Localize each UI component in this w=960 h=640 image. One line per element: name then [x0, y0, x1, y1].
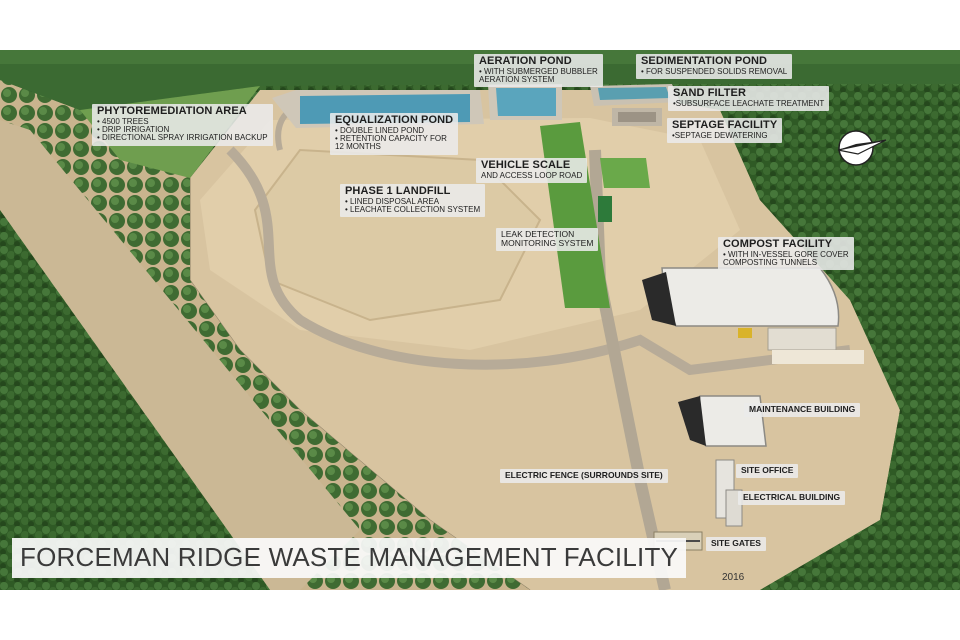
- label-line: COMPOSTING TUNNELS: [723, 257, 818, 267]
- label-line: • DIRECTIONAL SPRAY IRRIGATION BACKUP: [97, 133, 268, 143]
- label-vehicle-scale: VEHICLE SCALE AND ACCESS LOOP ROAD: [476, 158, 588, 183]
- label-title: SEDIMENTATION POND: [641, 55, 768, 67]
- label-line: • 4500 TREES: [97, 116, 149, 126]
- label-line: • DRIP IRRIGATION: [97, 124, 170, 134]
- label-maintenance-building: MAINTENANCE BUILDING: [744, 403, 861, 417]
- label-line: AND ACCESS LOOP ROAD: [481, 170, 583, 180]
- label-line: • WITH SUBMERGED BUBBLER: [479, 66, 598, 76]
- label-electrical-building: ELECTRICAL BUILDING: [738, 491, 846, 505]
- label-title: EQUALIZATION POND: [335, 114, 454, 126]
- compost-building: [661, 267, 840, 327]
- tree-rows: [0, 80, 530, 590]
- scale-island: [600, 158, 650, 188]
- label-sedimentation-pond: SEDIMENTATION POND • FOR SUSPENDED SOLID…: [636, 54, 793, 79]
- facility-rendering: PHYTOREMEDIATION AREA • 4500 TREES • DRI…: [0, 50, 960, 590]
- page-title: FORCEMAN RIDGE WASTE MANAGEMENT FACILITY: [20, 542, 679, 572]
- label-phase-1-landfill: PHASE 1 LANDFILL • LINED DISPOSAL AREA •…: [340, 184, 486, 218]
- label-title: SAND FILTER: [673, 87, 747, 99]
- label-equalization-pond: EQUALIZATION POND • DOUBLE LINED POND • …: [330, 113, 459, 155]
- label-electric-fence: ELECTRIC FENCE (SURROUNDS SITE): [500, 469, 668, 483]
- access-road: [226, 146, 851, 376]
- label-septage-facility: SEPTAGE FACILITY •SEPTAGE DEWATERING: [667, 118, 783, 143]
- year-label: 2016: [722, 572, 745, 583]
- label-line: •SEPTAGE DEWATERING: [672, 130, 768, 140]
- label-line: LEAK DETECTION: [501, 229, 575, 239]
- label-line: • FOR SUSPENDED SOLIDS REMOVAL: [641, 66, 788, 76]
- label-line: MONITORING SYSTEM: [501, 237, 594, 248]
- label-line: • RETENTION CAPACITY FOR: [335, 133, 447, 143]
- label-site-office: SITE OFFICE: [736, 464, 799, 478]
- label-title: PHASE 1 LANDFILL: [345, 185, 451, 197]
- label-line: 12 MONTHS: [335, 142, 381, 152]
- label-title: COMPOST FACILITY: [723, 238, 833, 250]
- label-line: • WITH IN-VESSEL GORE COVER: [723, 249, 849, 259]
- title-banner: FORCEMAN RIDGE WASTE MANAGEMENT FACILITY: [12, 538, 687, 578]
- label-phytoremediation-area: PHYTOREMEDIATION AREA • 4500 TREES • DRI…: [92, 104, 273, 146]
- label-leak-detection: LEAK DETECTION MONITORING SYSTEM: [496, 228, 599, 251]
- truck: [598, 196, 612, 222]
- label-sand-filter: SAND FILTER •SUBSURFACE LEACHATE TREATME…: [668, 86, 830, 111]
- label-line: •SUBSURFACE LEACHATE TREATMENT: [673, 98, 825, 108]
- label-title: VEHICLE SCALE: [481, 159, 571, 171]
- label-compost-facility: COMPOST FACILITY • WITH IN-VESSEL GORE C…: [718, 237, 854, 271]
- label-line: AERATION SYSTEM: [479, 74, 555, 84]
- label-title: AERATION POND: [479, 55, 572, 67]
- label-title: PHYTOREMEDIATION AREA: [97, 105, 247, 117]
- label-site-gates: SITE GATES: [706, 537, 766, 551]
- sedimentation-pond: [598, 87, 670, 100]
- aeration-pond: [496, 88, 556, 116]
- label-title: SEPTAGE FACILITY: [672, 119, 778, 131]
- label-line: • LINED DISPOSAL AREA: [345, 196, 440, 206]
- label-line: • DOUBLE LINED POND: [335, 125, 425, 135]
- label-aeration-pond: AERATION POND • WITH SUBMERGED BUBBLER A…: [474, 54, 603, 88]
- label-line: • LEACHATE COLLECTION SYSTEM: [345, 204, 481, 214]
